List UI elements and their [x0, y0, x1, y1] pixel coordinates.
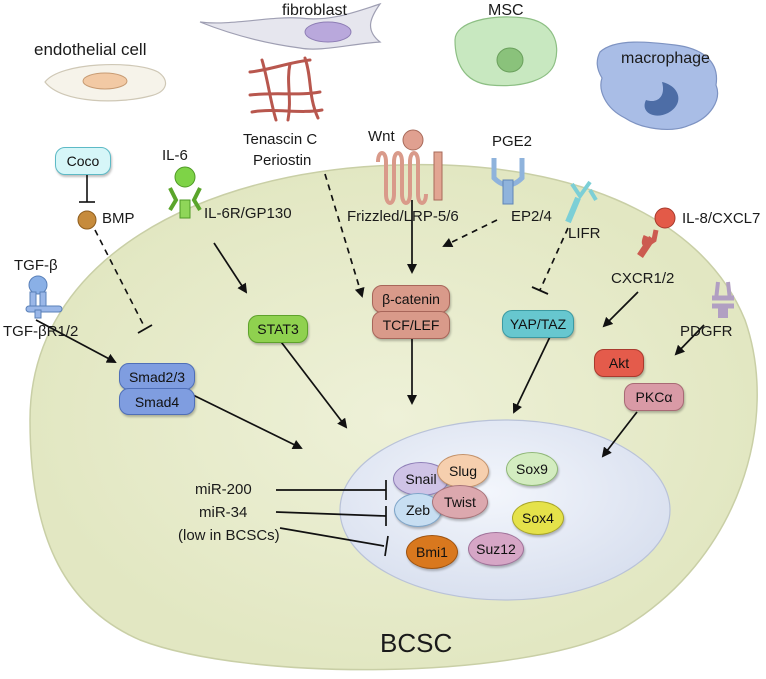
pge2-label: PGE2 [492, 133, 533, 150]
nucleus [339, 419, 671, 601]
ecm-label-line1: Tenascin C [243, 131, 318, 148]
pdgfr-label: PDGFR [680, 323, 733, 340]
mir34-label: miR-34 [199, 504, 248, 521]
cxcr-label: CXCR1/2 [611, 270, 675, 287]
slug-tf: Slug [437, 454, 489, 488]
il6r-label: IL-6R/GP130 [204, 205, 292, 222]
endothelial-cell-label: endothelial cell [34, 40, 147, 59]
macrophage-label: macrophage [621, 50, 710, 67]
bmp-ligand [77, 210, 97, 230]
il8-label: IL-8/CXCL7 [682, 210, 761, 227]
msc-cell [454, 16, 558, 87]
tcf-lef-node: TCF/LEF [372, 311, 450, 339]
fibroblast-cell [199, 2, 382, 50]
cxcr-receptor-graphic [637, 207, 676, 258]
wnt-label: Wnt [368, 128, 395, 145]
macrophage-cell [596, 41, 719, 131]
frizzled-receptor-graphic [376, 129, 443, 205]
sox9-tf: Sox9 [506, 452, 558, 486]
lifr-label: LIFR [568, 225, 601, 242]
smad4-node: Smad4 [119, 388, 195, 415]
il6-label: IL-6 [162, 147, 188, 164]
ep-label: EP2/4 [511, 208, 552, 225]
tgfb-receptor-graphic [25, 275, 63, 319]
coco-ligand: Coco [55, 147, 111, 175]
tgfb-label: TGF-β [14, 257, 58, 274]
beta-catenin-node: β-catenin [372, 285, 450, 313]
bcsc-label: BCSC [380, 628, 453, 658]
stat3-node: STAT3 [248, 315, 308, 343]
il6-receptor-graphic [168, 166, 202, 219]
pkca-node: PKCα [624, 383, 684, 411]
ep-receptor-graphic [491, 158, 525, 205]
endothelial-cell [44, 63, 167, 102]
bmi1-tf: Bmi1 [406, 535, 458, 569]
twist-tf: Twist [432, 485, 488, 519]
sox4-tf: Sox4 [512, 501, 564, 535]
frizzled-label: Frizzled/LRP-5/6 [347, 208, 459, 225]
lifr-receptor-graphic [565, 180, 598, 224]
mirna-note: (low in BCSCs) [178, 527, 280, 544]
smad23-node: Smad2/3 [119, 363, 195, 390]
yap-taz-node: YAP/TAZ [502, 310, 574, 338]
msc-label: MSC [488, 2, 524, 19]
akt-node: Akt [594, 349, 644, 377]
pdgfr-receptor-graphic [712, 281, 734, 318]
fibroblast-label: fibroblast [282, 2, 347, 19]
tgfbr-label: TGF-βR1/2 [3, 323, 79, 340]
bmp-label: BMP [102, 210, 135, 227]
ecm-label-line2: Periostin [253, 152, 312, 169]
mir200-label: miR-200 [195, 481, 252, 498]
ecm-fibers [248, 56, 324, 122]
suz12-tf: Suz12 [468, 532, 524, 566]
